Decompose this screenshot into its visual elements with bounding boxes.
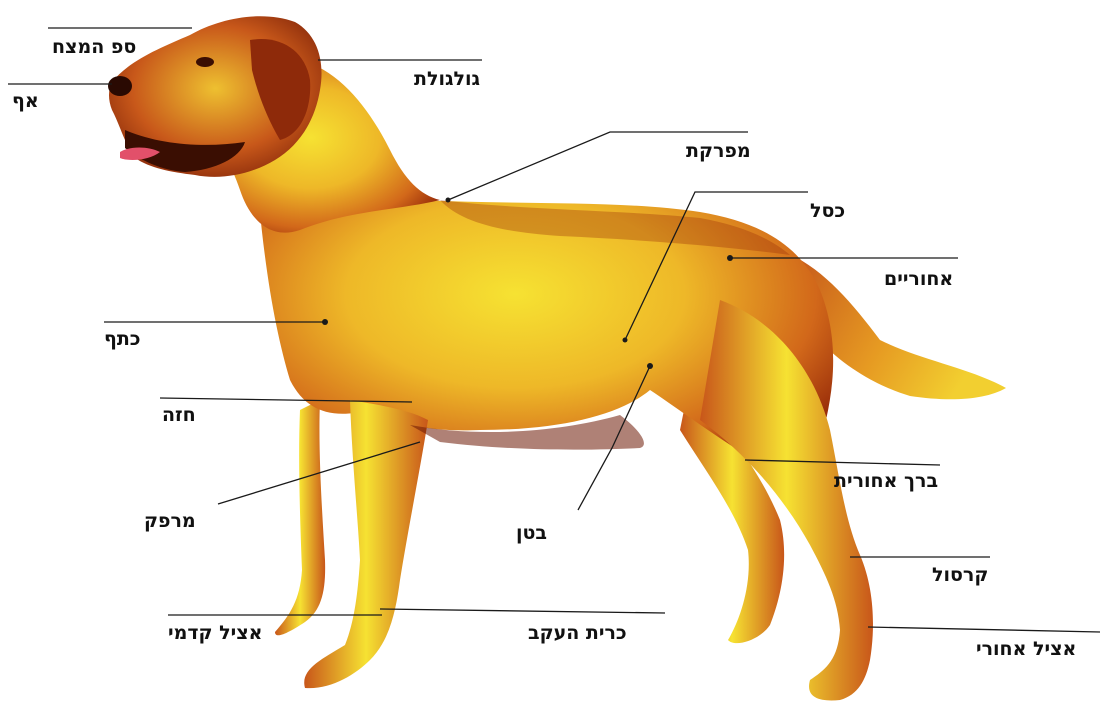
label-belly: בטן xyxy=(516,524,547,543)
label-elbow: מרפק xyxy=(144,512,196,531)
dot-belly xyxy=(647,363,653,369)
dot-loin xyxy=(623,338,628,343)
label-heel-pad: כרית העקב xyxy=(528,624,627,643)
dot-shoulder xyxy=(322,319,328,325)
label-withers: מפרקת xyxy=(686,142,751,161)
dog-illustration xyxy=(108,16,1006,700)
label-croup: אחוריים xyxy=(884,270,953,289)
dog-front-leg-far xyxy=(275,400,325,635)
dot-croup xyxy=(727,255,733,261)
label-nose: אף xyxy=(12,92,39,111)
label-front-foot: אציל קדמי xyxy=(168,624,262,643)
dog-nose-shape xyxy=(108,76,132,96)
label-loin: כסל xyxy=(810,202,845,221)
label-stifle: ברך אחורית xyxy=(834,472,938,491)
label-shoulder: כתף xyxy=(104,330,141,349)
label-rear-foot: אציל אחורי xyxy=(976,640,1076,659)
leader-rear-foot xyxy=(868,627,1100,632)
label-chest: חזה xyxy=(162,406,196,425)
dot-withers xyxy=(446,198,451,203)
label-skull: גולגולת xyxy=(414,70,480,89)
label-hock: קרסול xyxy=(932,566,988,585)
label-brow: ספ המצח xyxy=(52,38,136,57)
dog-eye xyxy=(196,57,214,67)
leader-heel-pad xyxy=(380,609,665,613)
